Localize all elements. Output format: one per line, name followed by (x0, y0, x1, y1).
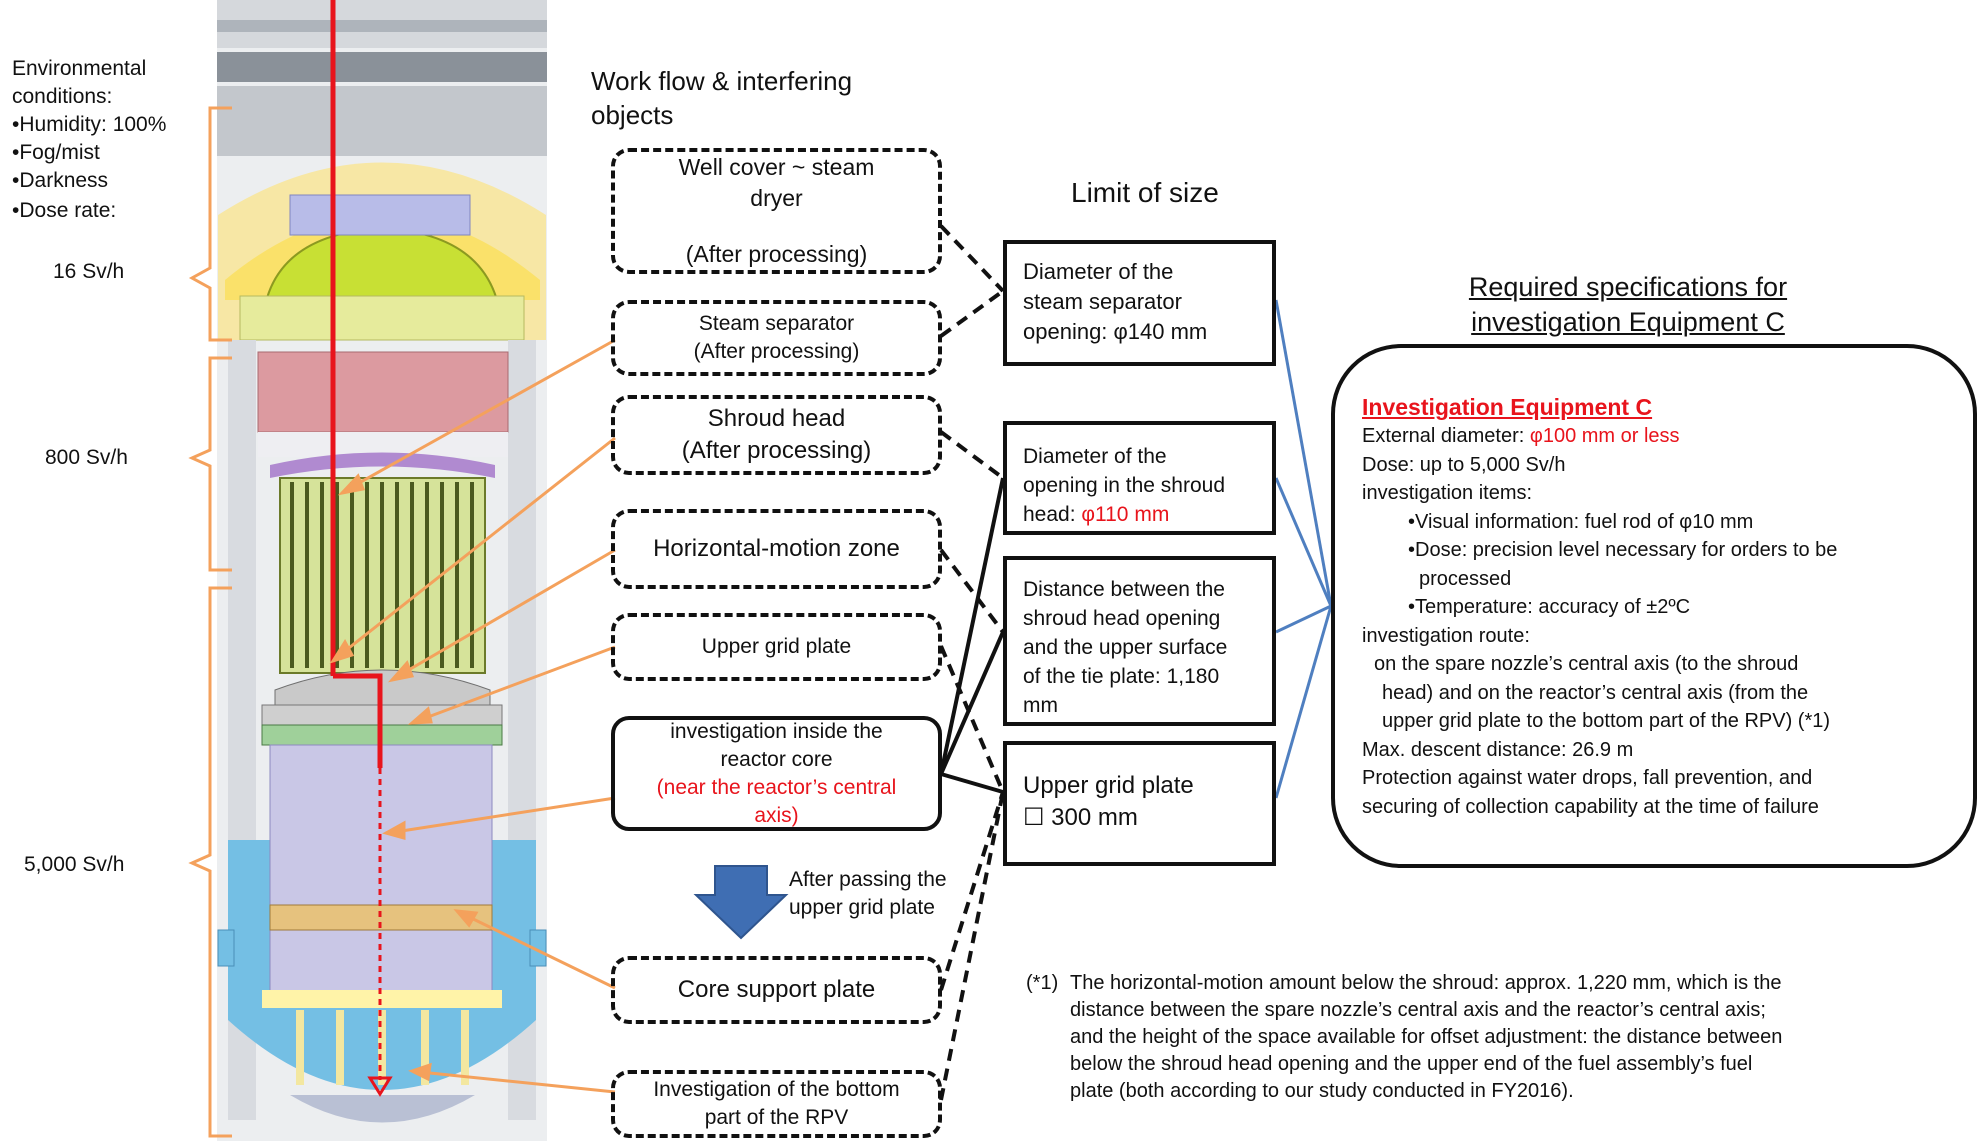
spec-line: investigation items: (1362, 482, 1533, 504)
workflow-box-horizontal-motion: Horizontal-motion zone (611, 509, 942, 589)
environment-conditions: Environmental conditions: •Humidity: 100… (12, 55, 212, 225)
spec-title: Required specifications for investigatio… (1453, 270, 1803, 340)
box-line: mm (1023, 694, 1058, 717)
spec-line: investigation route: (1362, 624, 1530, 647)
workflow-box-well-cover: Well cover ~ steam dryer (After processi… (611, 148, 942, 274)
after-passing-line2: upper grid plate (789, 896, 935, 919)
box-line: shroud head opening (1023, 607, 1221, 630)
footnote-line: plate (both according to our study condu… (1070, 1080, 1574, 1102)
workflow-title: Work flow & interfering objects (591, 64, 852, 132)
env-item-fog: •Fog/mist (12, 141, 100, 164)
footnote-line: below the shroud head opening and the up… (1070, 1053, 1753, 1075)
limit-box-steam-separator: Diameter of the steam separator opening:… (1003, 240, 1276, 366)
env-item-humidity: •Humidity: 100% (12, 113, 167, 136)
box-line: Investigation of the bottom (653, 1078, 900, 1101)
spec-ext-label: External diameter: (1362, 425, 1530, 447)
spec-line: securing of collection capability at the… (1362, 795, 1819, 818)
dose-level-bottom: 5,000 Sv/h (24, 853, 125, 876)
spec-line: Protection against water drops, fall pre… (1362, 767, 1813, 789)
box-line: Well cover ~ steam (678, 154, 875, 180)
footnote-line: and the height of the space available fo… (1070, 1026, 1783, 1048)
workflow-title-line2: objects (591, 100, 674, 130)
workflow-box-bottom-rpv: Investigation of the bottom part of the … (611, 1070, 942, 1138)
spec-line: head) and on the reactor’s central axis … (1382, 681, 1809, 704)
box-line-red: (near the reactor’s central (656, 775, 897, 799)
box-line-red: axis) (754, 803, 799, 827)
box-line: Upper grid plate (1023, 772, 1194, 799)
limit-head-value: φ110 mm (1081, 503, 1170, 526)
workflow-box-core-support: Core support plate (611, 956, 942, 1024)
footnote-text: The horizontal-motion amount below the s… (1070, 970, 1970, 1105)
box-line: and the upper surface (1023, 636, 1228, 659)
workflow-box-shroud-head: Shroud head (After processing) (611, 395, 942, 475)
limit-box-upper-grid: Upper grid plate ☐ 300 mm (1003, 741, 1276, 866)
box-line: Core support plate (677, 976, 876, 1003)
box-line: reactor core (720, 747, 833, 771)
limit-head-prefix: head: (1023, 503, 1082, 526)
workflow-box-steam-separator: Steam separator (After processing) (611, 300, 942, 376)
spec-line: •Visual information: fuel rod of φ10 mm (1408, 510, 1754, 533)
spec-line: upper grid plate to the bottom part of t… (1382, 710, 1831, 732)
env-item-darkness: •Darkness (12, 169, 109, 192)
box-line: (After processing) (685, 241, 868, 267)
spec-line: on the spare nozzle’s central axis (to t… (1374, 653, 1799, 675)
box-line: dryer (750, 185, 803, 211)
box-line: Shroud head (707, 405, 846, 432)
spec-heading: Investigation Equipment C (1362, 394, 1653, 420)
footnote-line: The horizontal-motion amount below the s… (1070, 972, 1782, 994)
after-passing-note: After passing the upper grid plate (789, 866, 947, 922)
dose-level-middle: 800 Sv/h (45, 446, 128, 469)
env-heading-line2: conditions: (12, 85, 113, 108)
spec-line: processed (1419, 567, 1512, 590)
spec-content: Investigation Equipment C External diame… (1362, 392, 1972, 821)
box-line: Upper grid plate (701, 635, 852, 658)
env-item-dose-rate: •Dose rate: (12, 199, 117, 222)
spec-external-diameter: External diameter: φ100 mm or less (1362, 422, 1972, 451)
box-line: steam separator (1023, 289, 1182, 314)
box-line: Steam separator (698, 312, 855, 335)
spec-title-line1: Required specifications for (1468, 272, 1788, 302)
box-line: ☐ 300 mm (1023, 804, 1138, 831)
box-line: Horizontal-motion zone (653, 535, 900, 562)
box-line: (After processing) (693, 340, 860, 363)
spec-line: Max. descent distance: 26.9 m (1362, 738, 1634, 761)
spec-title-line2: investigation Equipment C (1471, 307, 1785, 337)
spec-box (1331, 344, 1977, 868)
box-line: opening: φ140 mm (1023, 319, 1208, 344)
limit-box-shroud-opening: Diameter of the opening in the shroud he… (1003, 421, 1276, 535)
box-line: opening in the shroud (1023, 474, 1225, 497)
limits-title: Limit of size (1071, 177, 1219, 208)
workflow-title-line1: Work flow & interfering (591, 66, 853, 96)
workflow-box-upper-grid: Upper grid plate (611, 613, 942, 681)
spec-ext-value: φ100 mm or less (1529, 425, 1680, 447)
box-line: of the tie plate: 1,180 (1023, 665, 1220, 688)
spec-line: •Dose: precision level necessary for ord… (1408, 539, 1838, 561)
dose-level-top: 16 Sv/h (53, 260, 125, 283)
env-heading-line1: Environmental (12, 57, 147, 80)
footnote-line: distance between the spare nozzle’s cent… (1070, 999, 1766, 1021)
spec-line: Dose: up to 5,000 Sv/h (1362, 453, 1566, 476)
box-line-composite: head: φ110 mm (1023, 500, 1256, 529)
box-line: Diameter of the (1023, 445, 1167, 468)
limit-box-tie-plate: Distance between the shroud head opening… (1003, 556, 1276, 726)
box-line: part of the RPV (704, 1106, 849, 1129)
after-passing-line1: After passing the (789, 868, 947, 891)
spec-line: •Temperature: accuracy of ±2ºC (1408, 596, 1691, 618)
box-line: (After processing) (681, 437, 872, 464)
workflow-box-inside-core: investigation inside the reactor core (n… (611, 716, 942, 831)
box-line: Distance between the (1023, 578, 1225, 601)
box-line: Diameter of the (1023, 259, 1174, 284)
footnote-marker: (*1) (1026, 972, 1059, 994)
box-line: investigation inside the (670, 719, 883, 743)
